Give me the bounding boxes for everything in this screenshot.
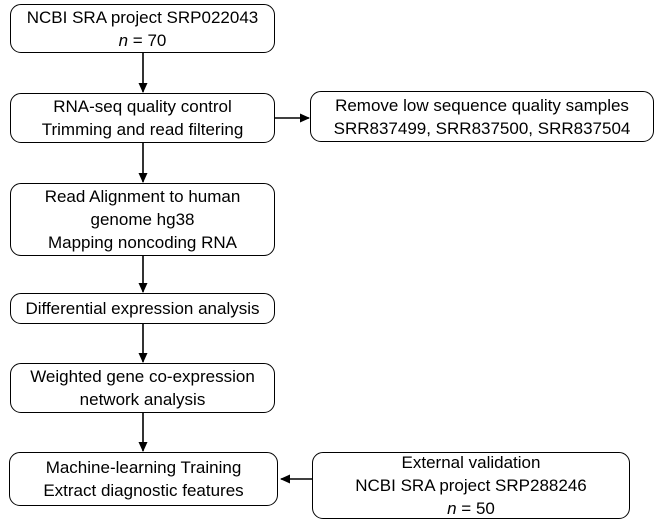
node-text-line: NCBI SRA project SRP022043 (26, 7, 259, 27)
node-text-line: Remove low sequence quality samples (335, 95, 629, 115)
sample-size-value: = 50 (456, 499, 495, 518)
node-external-validation-srp288246: External validation NCBI SRA project SRP… (312, 452, 630, 519)
node-text-line: Trimming and read filtering (41, 120, 244, 139)
node-text-line: Differential expression analysis (25, 299, 260, 318)
node-text-line: NCBI SRA project SRP288246 (355, 476, 587, 495)
node-text-line: Mapping noncoding RNA (47, 233, 237, 252)
node-rna-seq-quality-control: RNA-seq quality control Trimming and rea… (10, 93, 275, 143)
node-text-line: network analysis (79, 390, 206, 409)
node-text-line: SRR837499, SRR837500, SRR837504 (333, 118, 631, 138)
node-ncbi-sra-project-srp022043: NCBI SRA project SRP022043 n = 70 (10, 4, 275, 53)
node-read-alignment: Read Alignment to human genome hg38 Mapp… (10, 183, 275, 256)
node-text-line: n = 70 (119, 29, 167, 52)
node-differential-expression-analysis: Differential expression analysis (10, 293, 275, 324)
sample-size-symbol: n (447, 499, 457, 518)
node-text-line: Weighted gene co-expression (30, 367, 255, 386)
node-remove-low-quality-samples: Remove low sequence quality samples SRR8… (310, 91, 654, 142)
node-wgcna: Weighted gene co-expression network anal… (10, 363, 275, 413)
sample-size-symbol: n (118, 30, 129, 50)
sample-size-value: = 70 (128, 30, 167, 50)
node-text-line: Machine-learning Training (45, 458, 242, 477)
node-text-line: genome hg38 (90, 210, 195, 229)
node-machine-learning-training: Machine-learning Training Extract diagno… (9, 452, 278, 506)
node-text-line: External validation (401, 453, 541, 472)
node-text-line: n = 50 (447, 497, 495, 520)
node-text-line: Read Alignment to human (44, 187, 241, 206)
node-text-line: RNA-seq quality control (53, 97, 232, 116)
node-text-line: Extract diagnostic features (43, 481, 244, 500)
